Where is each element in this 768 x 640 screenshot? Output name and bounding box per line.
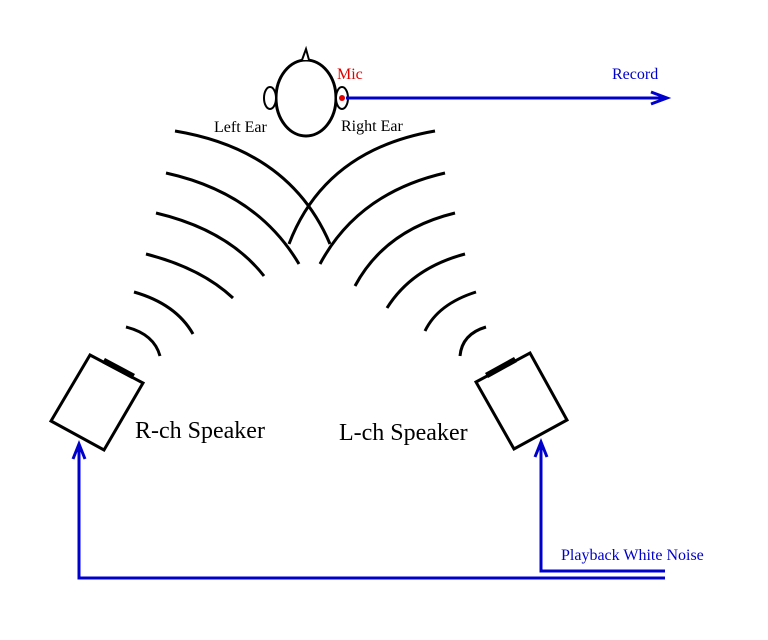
r-ch-speaker-driver xyxy=(102,358,135,379)
wave-arc xyxy=(385,252,466,309)
left-ear-shape xyxy=(263,86,277,110)
mic-label: Mic xyxy=(337,66,363,83)
l-ch-speaker xyxy=(473,350,570,452)
l-ch-sound-waves xyxy=(287,129,487,357)
wave-arc xyxy=(287,129,436,245)
l-ch-arrowhead xyxy=(533,437,549,458)
l-ch-speaker-driver xyxy=(485,357,517,378)
wave-arc xyxy=(174,129,332,245)
playback-line-r-ch xyxy=(77,448,665,580)
wave-arc xyxy=(165,171,301,265)
nose-icon xyxy=(301,45,310,61)
left-ear-label: Left Ear xyxy=(214,119,268,136)
record-label: Record xyxy=(612,66,658,83)
wave-arc xyxy=(133,290,195,335)
right-ear-label: Right Ear xyxy=(341,118,403,135)
wave-arc xyxy=(423,290,477,332)
l-ch-speaker-box xyxy=(473,350,570,452)
wave-arc xyxy=(125,325,162,357)
playback-line-l-ch xyxy=(539,446,665,573)
wave-arc xyxy=(458,325,487,357)
r-ch-speaker-box xyxy=(48,353,146,453)
mic-dot xyxy=(339,95,345,101)
wave-arc xyxy=(145,252,235,300)
playback-label: Playback White Noise xyxy=(561,547,704,564)
record-signal xyxy=(346,90,672,106)
r-ch-speaker xyxy=(48,353,146,453)
l-ch-speaker-label: L-ch Speaker xyxy=(339,420,468,446)
head-outline xyxy=(274,58,338,138)
wave-arc xyxy=(318,171,446,265)
r-ch-sound-waves xyxy=(125,129,332,357)
wave-arc xyxy=(155,211,266,277)
record-arrowhead xyxy=(650,90,672,106)
r-ch-speaker-label: R-ch Speaker xyxy=(135,418,265,444)
r-ch-arrowhead xyxy=(71,439,87,460)
head xyxy=(263,45,349,138)
wave-arc xyxy=(353,211,456,287)
playback-signal xyxy=(71,437,665,580)
